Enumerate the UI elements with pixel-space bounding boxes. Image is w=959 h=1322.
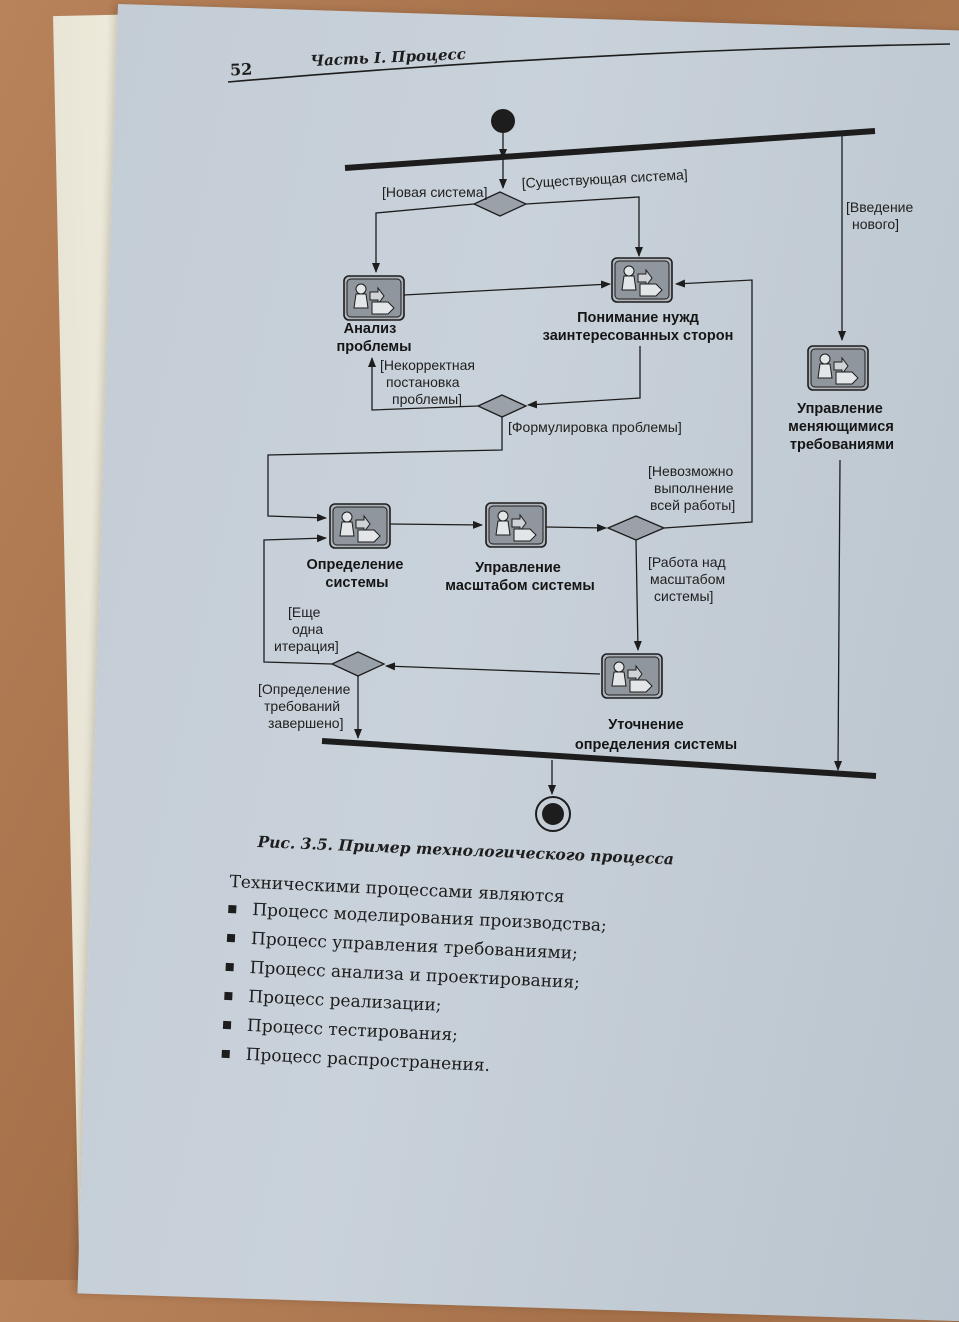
- flow-scope-to-decision: [545, 523, 607, 532]
- flow-impossible-work: [663, 279, 753, 529]
- flow-refinement-to-decision: [385, 662, 601, 675]
- flow-another-iteration: [263, 534, 333, 665]
- guard-incorrect-statement: [Некорректная постановка проблемы]: [380, 357, 479, 407]
- activity-scope-icon: [485, 502, 547, 548]
- flow-definition-to-scope: [389, 520, 483, 529]
- flow-work-on-scope: [633, 539, 642, 651]
- bullet-square-icon: [228, 904, 237, 914]
- end-node-inner: [542, 803, 564, 825]
- header-rule: [227, 43, 951, 83]
- activity-changing-icon: [807, 345, 869, 391]
- join-bar: [321, 738, 877, 779]
- activity-analysis-label: Анализ проблемы: [336, 321, 411, 355]
- flow-changing-to-join: [834, 459, 843, 771]
- decision-problem-statement: [476, 394, 528, 418]
- flow-analysis-to-understanding: [403, 280, 611, 296]
- guard-requirements-done: [Определение требований завершено]: [258, 681, 354, 731]
- activity-analysis-icon: [343, 275, 405, 321]
- flow-new-system: [372, 203, 475, 273]
- body-text: Техническими процессами являются Процесс…: [221, 872, 750, 1095]
- activity-refinement-label: Уточнение определения системы: [575, 717, 737, 753]
- bullet-square-icon: [222, 1020, 232, 1030]
- guard-problem-statement: [Формулировка проблемы]: [508, 419, 682, 435]
- activity-changing-label: Управление меняющимися требованиями: [788, 401, 898, 453]
- start-node: [491, 109, 515, 133]
- decision-iteration: [330, 651, 386, 677]
- bullet-square-icon: [221, 1049, 230, 1059]
- guard-new-system: [Новая система]: [382, 184, 488, 200]
- fork-bar: [344, 128, 876, 171]
- activity-understanding-label: Понимание нужд заинтересованных сторон: [543, 310, 734, 344]
- guard-another-iteration: [Еще одна итерация]: [274, 604, 339, 654]
- flow-problem-statement: [267, 417, 503, 522]
- bullet-square-icon: [226, 933, 236, 943]
- activity-definition-label: Определение системы: [306, 557, 407, 591]
- guard-introducing-new: [Введение нового]: [846, 199, 917, 232]
- bullet-square-icon: [225, 962, 234, 972]
- page-content: 52 Часть I. Процесс: [221, 43, 951, 1095]
- activity-definition-icon: [329, 503, 391, 549]
- guard-work-on-scope: [Работа над масштабом системы]: [648, 554, 730, 604]
- end-node-outer: [535, 796, 571, 832]
- activity-scope-label: Управление масштабом системы: [445, 560, 594, 594]
- activity-diagram: [Новая система] [Существующая система] […: [227, 43, 951, 832]
- flow-understanding-to-decision: [527, 346, 641, 409]
- bullet-square-icon: [224, 991, 233, 1001]
- decision-system-type: [472, 191, 528, 217]
- activity-understanding-icon: [611, 257, 673, 303]
- flow-incorrect-statement: [368, 357, 479, 411]
- guard-impossible-work: [Невозможно выполнение всей работы]: [648, 463, 737, 513]
- decision-scope: [606, 515, 666, 541]
- process-list: Процесс моделирования производства; Проц…: [221, 898, 748, 1088]
- guard-existing-system: [Существующая система]: [521, 166, 688, 191]
- flow-existing-system: [525, 196, 643, 257]
- activity-refinement-icon: [601, 653, 663, 699]
